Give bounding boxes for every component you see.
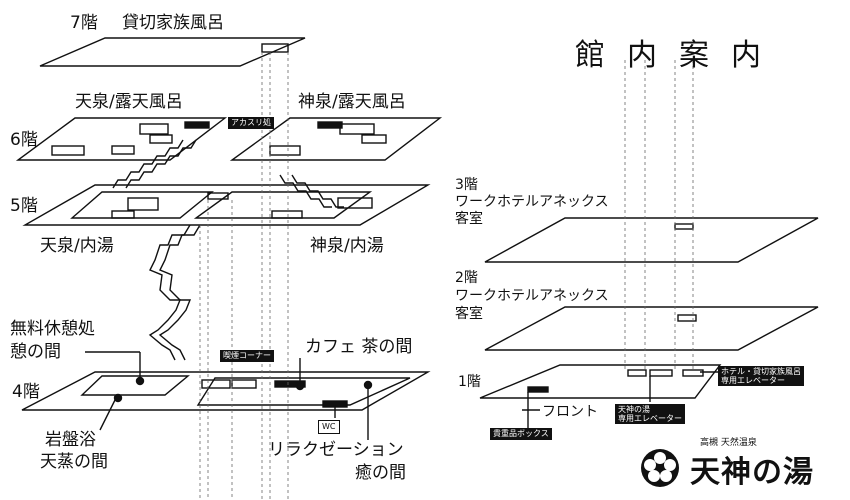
floor-1-label: 1階	[458, 374, 481, 390]
elevator-tenjin-line1: 天神の湯	[618, 405, 650, 414]
relax-line1: リラクゼーション	[268, 440, 404, 460]
floor-2-plate	[484, 306, 819, 351]
logo-subtitle: 高槻 天然温泉	[700, 438, 757, 448]
elevator-family-line2: 専用エレベーター	[721, 376, 785, 385]
rest-area-line1: 無料休憩処	[10, 319, 95, 339]
floor-4-label: 4階	[12, 382, 40, 402]
page-title: 館内案内	[575, 38, 783, 73]
floor-6-left-plate	[15, 117, 228, 161]
wc-label: WC	[318, 420, 340, 434]
floor-7-plate	[39, 37, 306, 67]
floor-3-label: 3階	[455, 177, 478, 193]
floor-6-right-plate	[229, 117, 443, 161]
elevator-family-label: ホテル・貸切家族風呂 専用エレベーター	[718, 366, 804, 386]
floor-7-name: 貸切家族風呂	[122, 13, 224, 33]
floor-7-elevator	[261, 43, 289, 53]
floor-5-plate	[22, 184, 431, 226]
front-label: フロント	[542, 404, 598, 420]
floor-3-line1: ワークホテルアネックス	[455, 194, 609, 210]
floor-2-line1: ワークホテルアネックス	[455, 288, 609, 304]
rest-area-line2: 憩の間	[10, 342, 61, 362]
floor-7-label: 7階	[70, 13, 98, 33]
floor-5-right-name: 神泉/内湯	[310, 236, 384, 256]
floor-6-right-name: 神泉/露天風呂	[298, 92, 406, 112]
cafe-label: カフェ 茶の間	[305, 337, 413, 357]
floor-6-left-name: 天泉/露天風呂	[75, 92, 183, 112]
floor-6-label: 6階	[10, 130, 38, 150]
elevator-family-line1: ホテル・貸切家族風呂	[721, 367, 801, 376]
floor-5-label: 5階	[10, 196, 38, 216]
plum-crest-icon	[641, 449, 679, 487]
floor-3-plate	[484, 217, 819, 263]
floor-3-line2: 客室	[455, 211, 483, 227]
elevator-tenjin-line2: 専用エレベーター	[618, 414, 682, 423]
floor-2-line2: 客室	[455, 306, 483, 322]
sauna-label: アカスリ処	[228, 117, 274, 129]
smoking-label: 喫煙コーナー	[220, 350, 274, 362]
floor-2-label: 2階	[455, 270, 478, 286]
elevator-tenjin-label: 天神の湯 専用エレベーター	[615, 404, 685, 424]
relax-line2: 癒の間	[355, 463, 406, 483]
ganban-line1: 岩盤浴	[45, 430, 96, 450]
floor-5-left-name: 天泉/内湯	[40, 236, 114, 256]
locker-label: 貴重品ボックス	[490, 428, 552, 440]
logo-title: 天神の湯	[690, 455, 814, 490]
ganban-line2: 天蒸の間	[40, 452, 108, 472]
